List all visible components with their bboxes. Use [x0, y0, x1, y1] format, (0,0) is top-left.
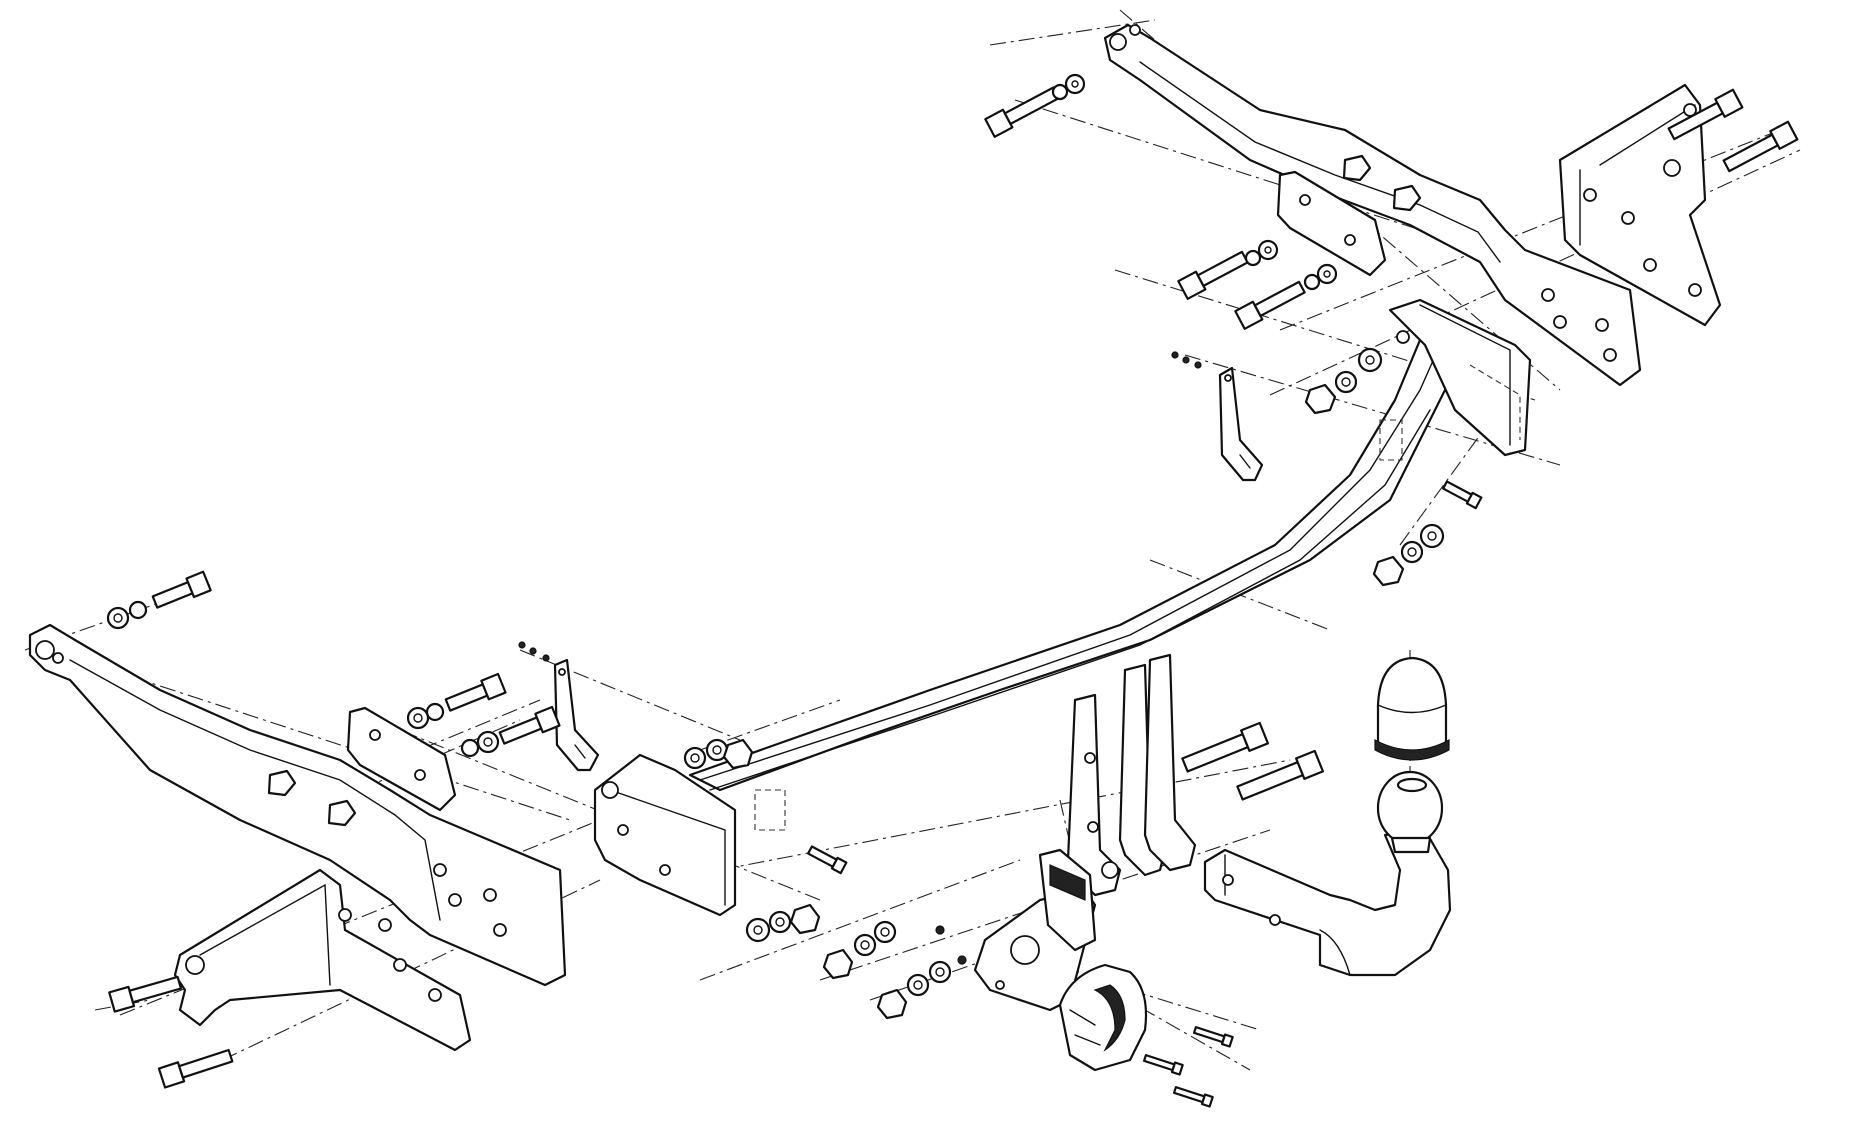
spacer-plate-left	[346, 706, 457, 812]
mounting-bracket-left	[173, 868, 472, 1052]
spacer-plate-right	[1276, 170, 1387, 277]
bolts-top-right	[984, 73, 1799, 330]
bolts-left	[106, 570, 561, 1089]
socket-fasteners	[822, 920, 1234, 1108]
fasteners-beam-left	[518, 641, 848, 943]
small-strap-right	[1218, 366, 1264, 482]
fasteners-beam-right	[1171, 347, 1483, 587]
mounting-bracket-right	[1558, 83, 1722, 327]
small-strap-left	[553, 658, 600, 772]
bolts-center	[1181, 721, 1325, 801]
side-arm-left	[28, 623, 567, 987]
socket-plate	[973, 848, 1097, 1012]
electrical-socket	[1058, 963, 1148, 1072]
ball-cover-cap	[1374, 656, 1450, 761]
tow-ball-neck	[1203, 828, 1452, 977]
tow-ball	[1376, 770, 1444, 854]
side-arm-right	[1103, 23, 1642, 387]
crossbar-main-beam	[593, 298, 1532, 917]
